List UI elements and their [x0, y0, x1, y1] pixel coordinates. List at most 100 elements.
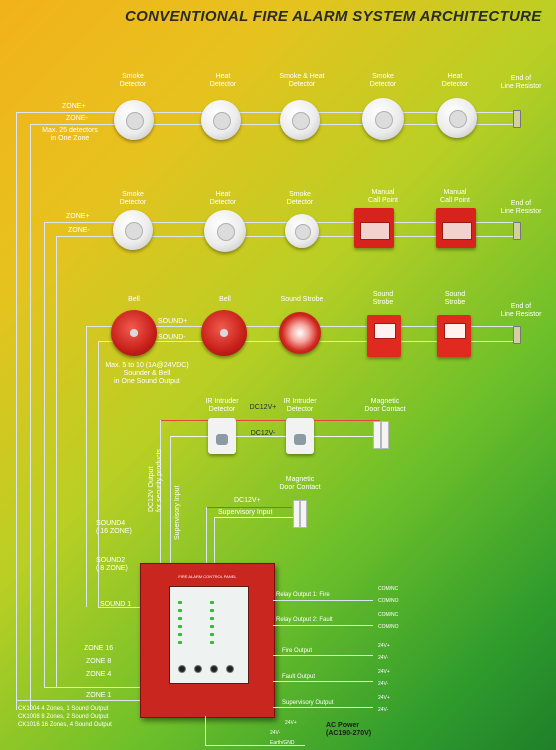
row3-label-2: Bell [219, 296, 231, 303]
zone4-label: ZONE 4 [86, 671, 112, 678]
row3-sound-minus-label: SOUND- [158, 334, 186, 341]
sound2-label: SOUND2( 8 ZONE) [96, 557, 128, 572]
supervisory-vertical-label: Supervisory Input [174, 485, 181, 540]
zone1-wire [16, 700, 140, 701]
manual-call-point-icon [354, 208, 394, 248]
heat-detector-icon [437, 98, 477, 138]
row1-zone-minus-label: ZONE- [66, 115, 88, 122]
power-24v-minus: 24V- [270, 730, 281, 736]
smoke-detector-icon [114, 100, 154, 140]
smoke-detector-icon [362, 98, 404, 140]
relay-fault-com-no: COM/NO [378, 624, 399, 630]
fire-output-minus: 24V- [378, 655, 389, 661]
zone-wire [44, 687, 140, 688]
ac-power-label: AC Power(AC190-270V) [326, 722, 372, 737]
end-of-line-resistor-icon [513, 326, 521, 344]
magnetic-contact-icon [373, 421, 381, 449]
row1-zone-plus-wire [16, 112, 516, 113]
dc12v-vertical-wire-2 [170, 436, 171, 565]
sound-plus-vertical [86, 326, 87, 607]
magnetic-contact-icon [293, 500, 300, 528]
supervisory-output-plus: 24V+ [378, 695, 390, 701]
magnetic-contact-icon [300, 500, 307, 528]
row2-zone-minus-label: ZONE- [68, 227, 90, 234]
row3-sound-plus-label: SOUND+ [158, 318, 188, 325]
relay-fire-output-label: Relay Output 1: Fire [276, 592, 330, 598]
sound1-label: SOUND 1 [100, 601, 132, 608]
bell-icon [111, 310, 157, 356]
zone2-plus-vertical [44, 222, 45, 687]
fire-output-label: Fire Output [282, 648, 313, 654]
smoke-detector-icon [285, 214, 319, 248]
sound-strobe-icon [437, 315, 471, 357]
model-ck1016: CK1016 16 Zones, 4 Sound Output [18, 722, 112, 728]
sound4-label: SOUND4( 16 ZONE) [96, 520, 132, 535]
ir-intruder-detector-icon [208, 418, 236, 454]
fault-output-label: Fault Output [282, 674, 316, 680]
zone16-label: ZONE 16 [84, 645, 114, 652]
panel-button [194, 665, 202, 673]
heat-detector-icon [201, 100, 241, 140]
supervisory-input-label: Supervisory Input [218, 509, 273, 516]
smoke-heat-detector-icon [280, 100, 320, 140]
page-title: CONVENTIONAL FIRE ALARM SYSTEM ARCHITECT… [125, 8, 542, 25]
smoke-detector-icon [113, 210, 153, 250]
manual-call-point-icon [436, 208, 476, 248]
magnetic-contact-icon [381, 421, 389, 449]
bell-icon [201, 310, 247, 356]
supervisory-vertical-wire-2 [214, 517, 215, 565]
sound-strobe-icon [367, 315, 401, 357]
dc12v-vertical-wire [160, 420, 161, 565]
dc12v-plus-wire [160, 420, 380, 421]
dc12v-minus-wire [170, 436, 384, 437]
heat-detector-icon [204, 210, 246, 252]
fire-output-plus: 24V+ [378, 643, 390, 649]
relay-fire-com-no: COM/NO [378, 598, 399, 604]
fire-alarm-control-panel: FIRE ALARM CONTROL PANEL [140, 563, 275, 718]
sound-minus-vertical [98, 341, 99, 607]
fault-output-minus: 24V- [378, 681, 389, 687]
relay-fire-com-nc: COM/NC [378, 586, 399, 592]
panel-button [226, 665, 234, 673]
row3-label-3: Sound Strobe [280, 296, 324, 303]
model-ck1004: CK1004 4 Zones, 1 Sound Output [18, 706, 109, 712]
row3-label-1: Bell [128, 296, 140, 303]
panel-button [178, 665, 186, 673]
power-24v-plus: 24V+ [285, 720, 297, 726]
zone2-minus-vertical [56, 236, 57, 687]
zone1-label: ZONE 1 [86, 692, 112, 699]
ir-intruder-detector-icon [286, 418, 314, 454]
supervisory-wire-2 [214, 517, 294, 518]
supervisory-vertical-wire [206, 507, 207, 565]
sound-strobe-icon [279, 312, 321, 354]
row1-zone-plus-label: ZONE+ [62, 103, 86, 110]
dc12v-minus-label: DC12V- [250, 430, 276, 437]
panel-indicator-display [169, 586, 249, 684]
supervisory-wire [206, 507, 292, 508]
row2-zone-plus-label: ZONE+ [66, 213, 90, 220]
dc12v-plus-label-2: DC12V+ [234, 497, 261, 504]
fault-output-plus: 24V+ [378, 669, 390, 675]
